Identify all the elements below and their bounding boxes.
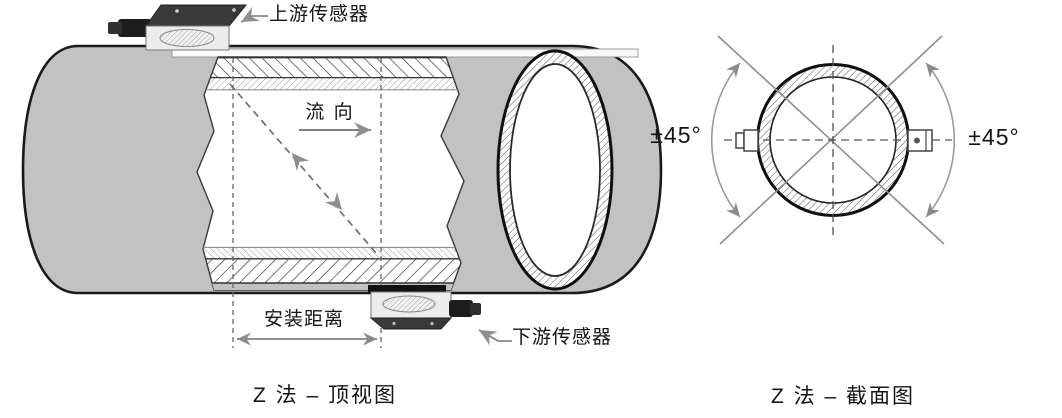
caption-cross-section: Z 法 – 截面图 — [770, 385, 916, 408]
label-downstream-sensor: 下游传感器 — [512, 327, 613, 348]
pipe-end-inner-wall — [509, 63, 601, 277]
downstream-sensor-mount-strip — [368, 285, 446, 292]
upstream-sensor-grille-icon — [159, 29, 215, 47]
downstream-label-arrow — [478, 329, 512, 346]
cross-sensor-right — [907, 129, 933, 152]
label-angle-right: ±45° — [968, 124, 1020, 150]
upstream-sensor-top-face — [145, 4, 248, 27]
pipe-wall-hatch-bottom-outer — [197, 259, 464, 283]
pipe-wall-hatch-bottom-inner — [197, 247, 464, 259]
pipe-wall-hatch-top-outer — [197, 57, 464, 78]
rotation-arc-right — [925, 62, 955, 218]
upstream-cable-gland-icon — [118, 19, 152, 37]
downstream-sensor-bottom-face — [369, 317, 453, 330]
pipe-end-opening — [496, 49, 614, 291]
upstream-label-arrow — [240, 6, 268, 23]
upstream-sensor-graphic — [108, 4, 248, 51]
caption-top-view: Z 法 – 顶视图 — [252, 384, 398, 407]
downstream-sensor-grille-icon — [382, 295, 436, 313]
label-flow-direction: 流 向 — [305, 102, 355, 123]
label-install-distance: 安装距离 — [263, 309, 345, 330]
pipe-top-view-diagram — [21, 4, 663, 348]
cross-section-diagram — [711, 35, 955, 245]
rotation-arc-left — [711, 62, 741, 218]
cross-sensor-left — [735, 129, 759, 152]
downstream-cable-gland-icon — [449, 300, 473, 317]
label-angle-left: ±45° — [650, 122, 702, 148]
label-upstream-sensor: 上游传感器 — [269, 4, 370, 25]
pipe-wall-hatch-top-inner — [197, 78, 464, 90]
downstream-sensor-graphic — [368, 285, 481, 330]
ultrasonic-path — [229, 83, 378, 255]
